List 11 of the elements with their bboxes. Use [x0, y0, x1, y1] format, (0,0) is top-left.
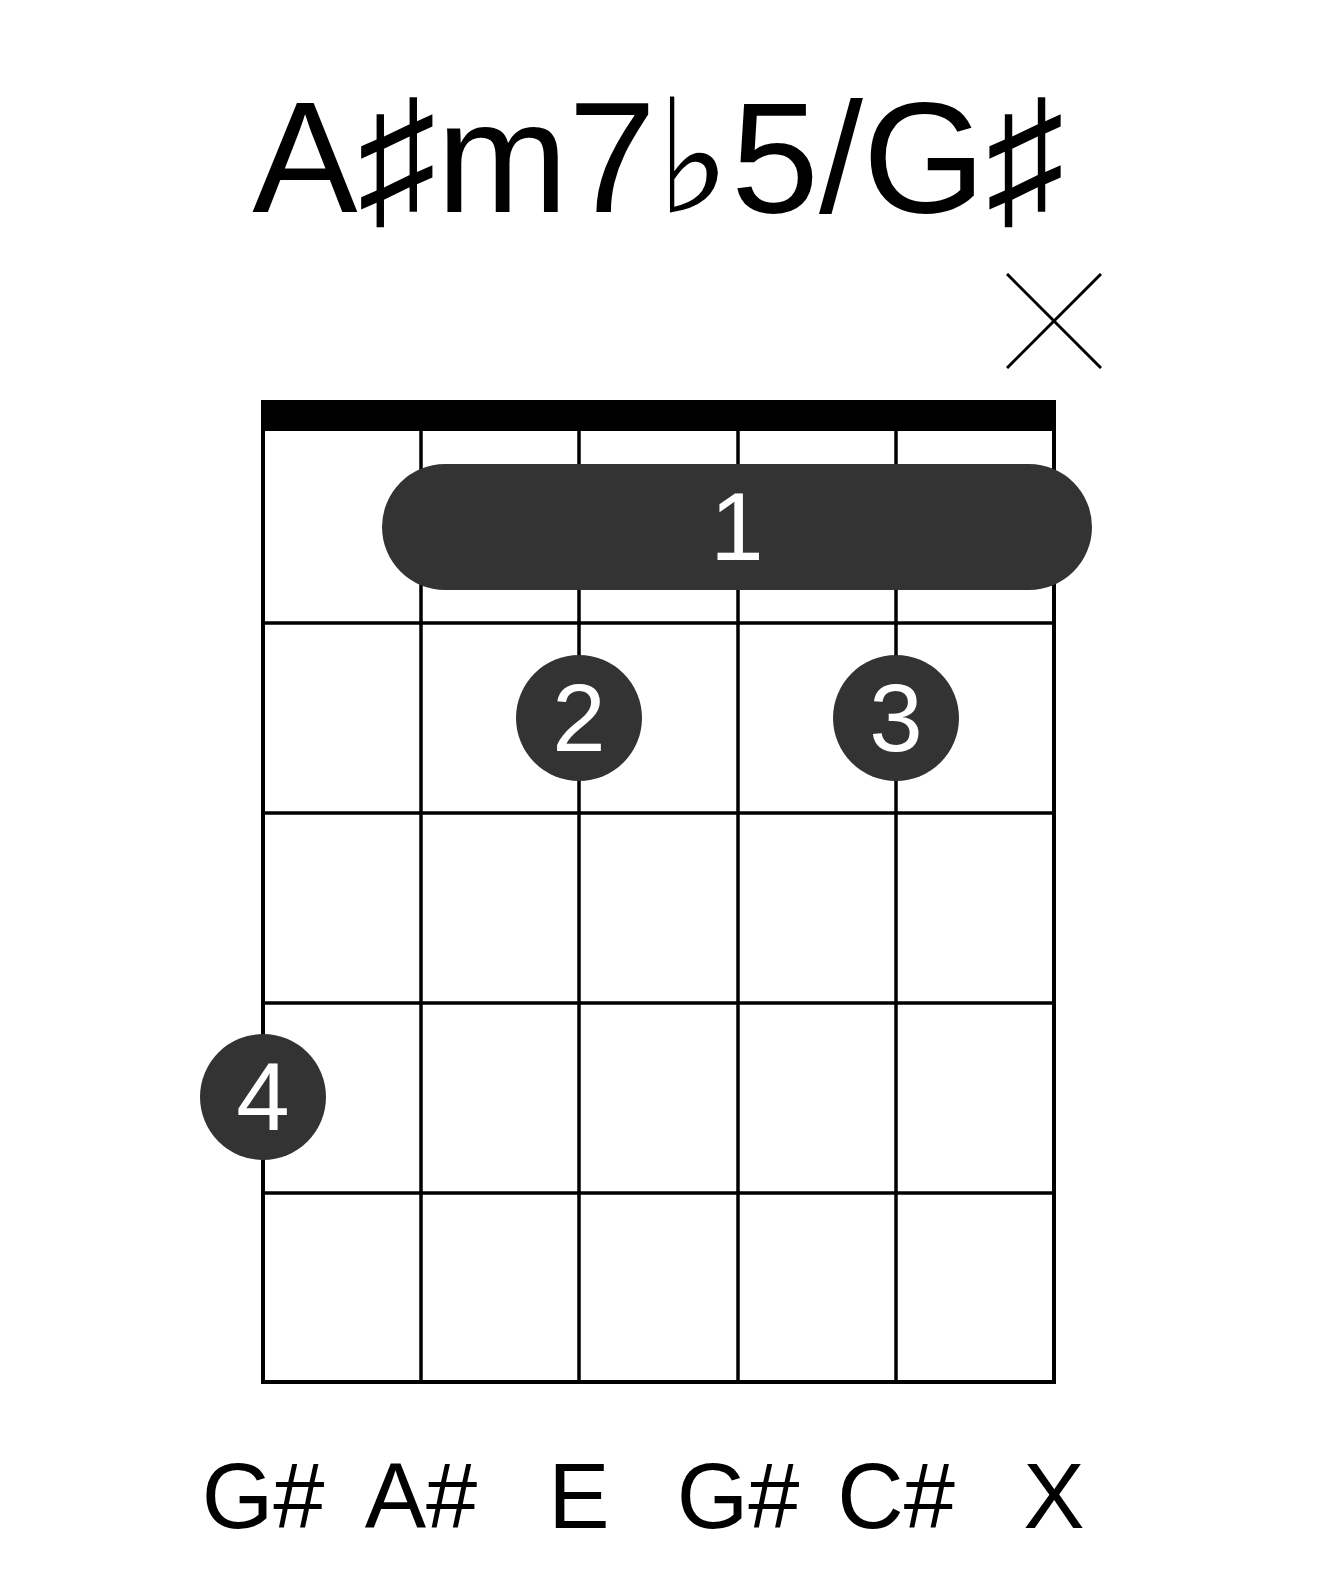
chord-title: A♯m7♭5/G♯: [252, 78, 1065, 236]
finger-number: 1: [710, 479, 764, 575]
note-name: A#: [364, 1450, 478, 1542]
finger-number: 3: [869, 670, 923, 766]
note-name: C#: [837, 1450, 955, 1542]
note-name: E: [548, 1450, 610, 1542]
note-name: G#: [676, 1450, 800, 1542]
finger-number: 4: [236, 1049, 290, 1145]
finger-number: 2: [552, 670, 606, 766]
note-name: X: [1023, 1450, 1085, 1542]
note-name: G#: [201, 1450, 325, 1542]
